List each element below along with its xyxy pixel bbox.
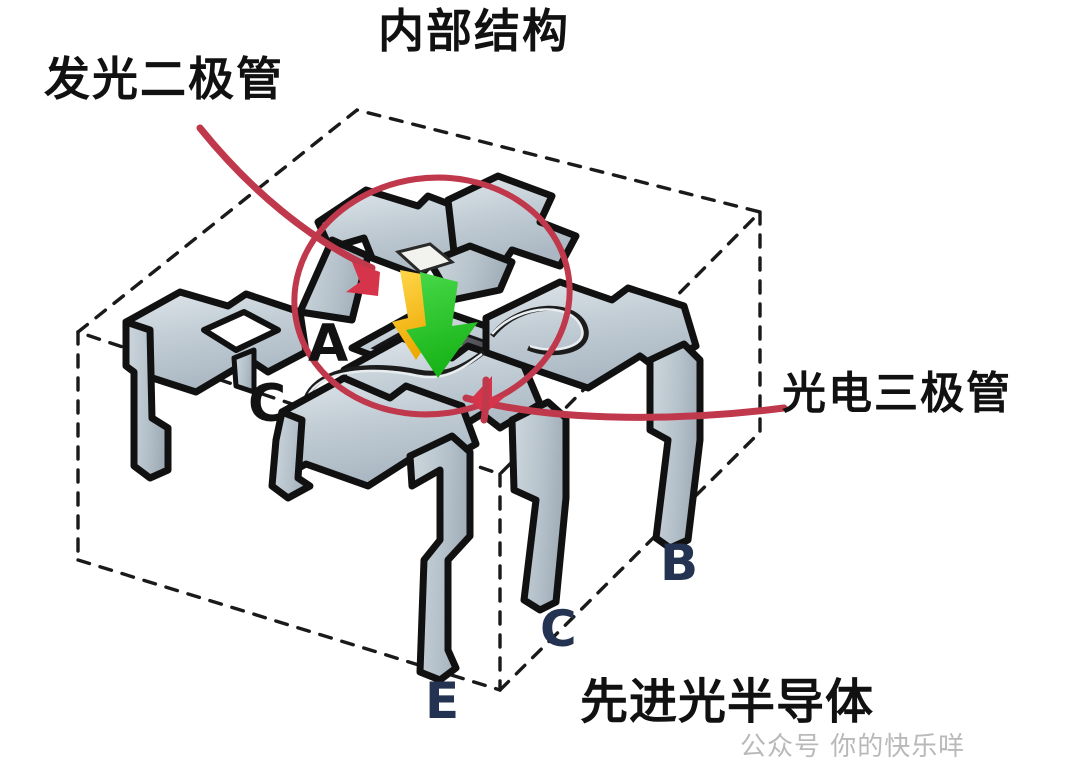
highlight-ellipse-red (291, 174, 573, 418)
annotation-label-phototransistor: 光电三极管 (782, 368, 1012, 419)
led-die (394, 242, 456, 274)
pin-label-collector: C (540, 600, 577, 658)
leader-line-led (196, 124, 380, 296)
leadframe-cathode-left (122, 288, 310, 482)
leadframe-base-right (482, 278, 704, 552)
page-title: 内部结构 (378, 4, 570, 58)
pin-label-cathode: C (248, 374, 287, 434)
pin-label-emitter: E (425, 672, 460, 730)
light-emission-arrow (392, 270, 478, 378)
leader-line-phototransistor (462, 376, 788, 424)
leadframe-emitter-front (268, 374, 480, 684)
annotation-label-led: 发光二极管 (44, 52, 284, 106)
pin-label-anode: A (308, 314, 349, 374)
brand-name: 先进光半导体 (580, 674, 875, 730)
pin-label-base: B (660, 534, 699, 592)
watermark-text: 公众号 你的快乐咩 (740, 732, 966, 762)
